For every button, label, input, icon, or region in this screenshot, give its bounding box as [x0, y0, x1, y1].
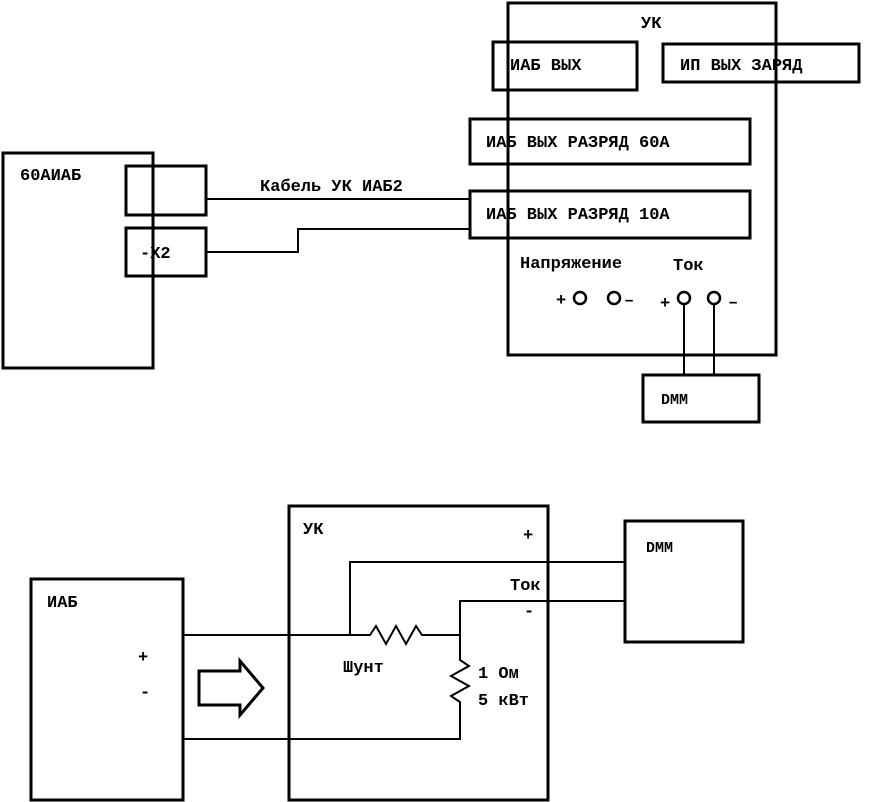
top-iab-60a-label: ИАБ ВЫХ РАЗРЯД 60А — [486, 134, 670, 153]
bottom-shunt-resistor — [350, 623, 460, 647]
top-cable-wire-2 — [206, 228, 470, 253]
top-dmm-label: DMM — [661, 392, 688, 409]
top-ip-out-charge-label: ИП ВЫХ ЗАРЯД — [680, 57, 802, 76]
top-current-plus-terminal — [676, 290, 692, 306]
top-uk-box — [506, 1, 778, 357]
bottom-load-resistor — [448, 635, 472, 704]
bottom-plus-right: + — [523, 527, 533, 546]
top-current-label: Ток — [673, 257, 704, 276]
top-plus-v: + — [556, 292, 566, 311]
bottom-uk-box — [287, 504, 550, 802]
top-minus-v: – — [624, 292, 634, 311]
top-minus-i: – — [728, 294, 738, 313]
top-battery-box — [1, 151, 155, 370]
bottom-iab-plus: + — [138, 649, 148, 668]
top-uk-title: УК — [641, 15, 662, 34]
bottom-iab-title: ИАБ — [47, 594, 78, 613]
bottom-uk-title: УК — [303, 521, 324, 540]
bottom-dmm-wire-plus — [349, 561, 625, 635]
top-cable-label: Кабель УК ИАБ2 — [260, 178, 403, 197]
bottom-dmm-box — [623, 519, 745, 644]
bottom-flow-arrow-icon — [197, 656, 265, 720]
bottom-minus-right: - — [524, 603, 534, 622]
top-connector-box — [124, 164, 208, 217]
top-iab-10a-box — [468, 189, 752, 240]
top-dmm-box — [641, 373, 761, 424]
bottom-iab-box — [29, 577, 185, 802]
bottom-wire-bottom — [183, 704, 461, 740]
top-x2-label: -X2 — [140, 245, 171, 264]
top-voltage-plus-terminal — [572, 290, 588, 306]
bottom-shunt-label: Шунт — [343, 659, 384, 678]
top-iab-out-label: ИАБ ВЫХ — [510, 57, 582, 76]
bottom-load-value: 1 Ом — [478, 665, 519, 684]
top-voltage-minus-terminal — [606, 290, 622, 306]
bottom-dmm-wire-minus — [459, 600, 625, 635]
bottom-load-power: 5 кВт — [478, 692, 529, 711]
top-ip-out-charge-box — [661, 42, 861, 84]
top-iab-out-box — [491, 40, 639, 92]
top-current-minus-terminal — [706, 290, 722, 306]
top-voltage-label: Напряжение — [520, 255, 622, 274]
top-battery-title: 60АИАБ — [20, 167, 81, 186]
top-iab-10a-label: ИАБ ВЫХ РАЗРЯД 10А — [486, 206, 670, 225]
top-iab-60a-box — [468, 117, 752, 166]
top-plus-i: + — [660, 295, 670, 314]
bottom-iab-minus: - — [140, 684, 150, 703]
bottom-current-label: Ток — [510, 577, 541, 596]
bottom-dmm-label: DMM — [646, 540, 673, 557]
